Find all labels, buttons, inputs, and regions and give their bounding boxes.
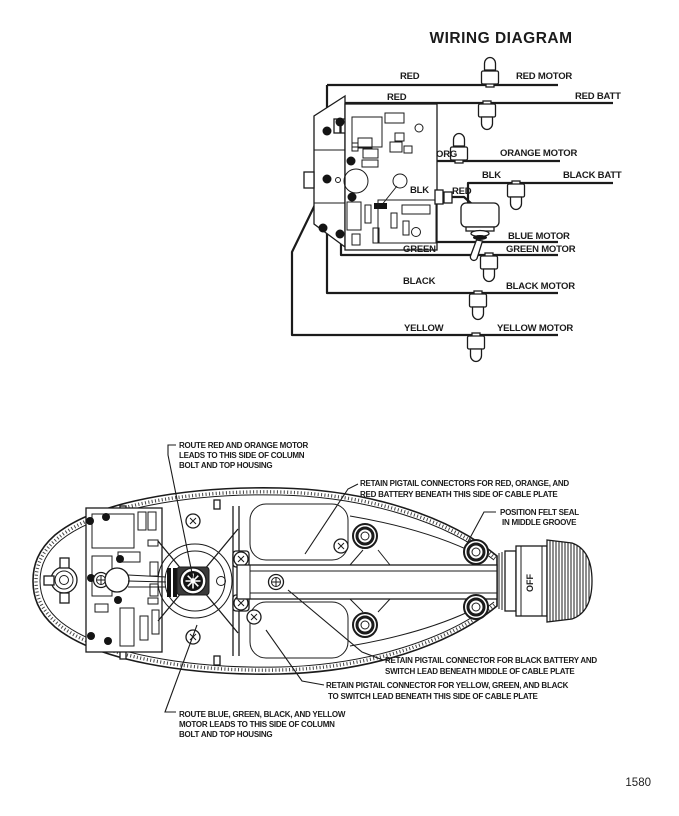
- callout-route-blue: MOTOR LEADS TO THIS SIDE OF COLUMN: [179, 720, 335, 729]
- callout-felt-seal: IN MIDDLE GROOVE: [502, 518, 577, 527]
- solenoid-switch: [460, 202, 500, 262]
- label-red-motor: RED MOTOR: [516, 71, 572, 82]
- control-board: [303, 94, 438, 251]
- label-red2: RED: [387, 92, 407, 103]
- screw-icon: [185, 513, 201, 529]
- label-black: BLACK: [403, 276, 436, 287]
- terminal-dots: [318, 117, 357, 239]
- grommet: [351, 611, 379, 639]
- screw-icon: [267, 573, 285, 591]
- handle: OFF: [498, 539, 593, 623]
- head-assembly-figure: OFF ROUTE RED AND ORANGE MOTOR LEADS TO …: [32, 441, 598, 739]
- bullet-connector: [480, 56, 500, 88]
- bullet-connector: [466, 332, 486, 363]
- label-red-top: RED: [400, 71, 420, 82]
- callout-route-red-orange: BOLT AND TOP HOUSING: [179, 461, 272, 470]
- bullet-connector: [468, 290, 488, 321]
- label-yellow-motor: YELLOW MOTOR: [497, 323, 573, 334]
- callout-route-red-orange: ROUTE RED AND ORANGE MOTOR: [179, 441, 309, 450]
- callout-retain-yellow: RETAIN PIGTAIL CONNECTOR FOR YELLOW, GRE…: [326, 681, 569, 690]
- knob-off-label: OFF: [525, 574, 535, 592]
- label-red-batt: RED BATT: [575, 91, 621, 102]
- bullet-connector: [479, 252, 499, 283]
- callout-retain-yellow: TO SWITCH LEAD BENEATH THIS SIDE OF CABL…: [328, 692, 539, 701]
- callout-route-red-orange: LEADS TO THIS SIDE OF COLUMN: [179, 451, 305, 460]
- callout-route-blue: ROUTE BLUE, GREEN, BLACK, AND YELLOW: [179, 710, 346, 719]
- inline-connector: [434, 189, 453, 205]
- grommet: [462, 593, 490, 621]
- callout-retain-red: RED BATTERY BENEATH THIS SIDE OF CABLE P…: [360, 490, 558, 499]
- callout-route-blue: BOLT AND TOP HOUSING: [179, 730, 272, 739]
- callout-retain-black-batt: RETAIN PIGTAIL CONNECTOR FOR BLACK BATTE…: [385, 656, 597, 665]
- screw-icon: [246, 609, 262, 625]
- bullet-connector: [506, 180, 526, 211]
- head-shell: [32, 487, 498, 675]
- handle-collar: [504, 550, 517, 612]
- label-blk-board: BLK: [410, 185, 429, 196]
- label-yellow: YELLOW: [404, 323, 444, 334]
- page-number: 1580: [625, 777, 651, 789]
- wire-yellow-motor: [290, 179, 558, 337]
- callout-retain-red: RETAIN PIGTAIL CONNECTORS FOR RED, ORANG…: [360, 479, 569, 488]
- label-red-solenoid: RED: [452, 186, 472, 197]
- grommet: [351, 522, 379, 550]
- handle-grip: [546, 539, 593, 623]
- cable-plate: [216, 503, 498, 659]
- screw-icon: [333, 538, 349, 554]
- label-blk-batt: BLK: [482, 170, 501, 181]
- label-orange-motor: ORANGE MOTOR: [500, 148, 577, 159]
- column-hub: [104, 513, 239, 645]
- label-org: ORG: [436, 149, 457, 160]
- toggle-lever: [469, 239, 484, 262]
- cable-plate-upper-panel: [249, 503, 349, 561]
- cable-plate-lower-panel: [249, 601, 349, 659]
- callout-retain-black-batt: SWITCH LEAD BENEATH MIDDLE OF CABLE PLAT…: [385, 667, 575, 676]
- felt-seal: [498, 552, 503, 610]
- label-blue-motor: BLUE MOTOR: [508, 231, 570, 242]
- label-green: GREEN: [403, 244, 436, 255]
- label-black-batt: BLACK BATT: [563, 170, 622, 181]
- left-fitting: [43, 557, 78, 604]
- wire-black-batt: [466, 181, 613, 203]
- wiring-diagram-figure: WIRING DIAGRAM: [290, 30, 622, 363]
- label-green-motor: GREEN MOTOR: [506, 244, 576, 255]
- screw-icon: [233, 551, 249, 567]
- bullet-connector: [477, 100, 497, 131]
- callout-felt-seal: POSITION FELT SEAL: [500, 508, 579, 517]
- label-black-motor: BLACK MOTOR: [506, 281, 575, 292]
- leader-lines: [164, 444, 496, 713]
- grommet: [462, 538, 490, 566]
- callouts: ROUTE RED AND ORANGE MOTOR LEADS TO THIS…: [179, 441, 598, 739]
- wiring-title: WIRING DIAGRAM: [429, 30, 572, 47]
